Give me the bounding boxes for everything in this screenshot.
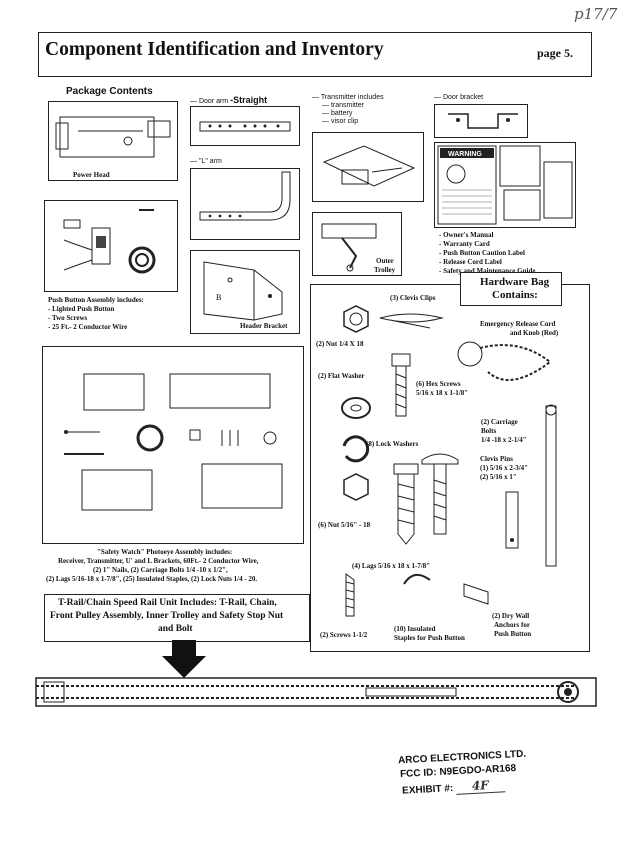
t-rail-line-3: and Bolt <box>158 624 193 634</box>
flat-washer-label: (2) Flat Washer <box>318 372 365 380</box>
doc-item-1: - Owner's Manual <box>439 231 494 239</box>
safety-watch-line-4: (2) Lags 5/16-18 x 1-7/8", (25) Insulate… <box>46 575 258 583</box>
clevis-pins-label-3: (2) 5/16 x 1" <box>480 473 517 481</box>
drywall-label-1: (2) Dry Wall <box>492 612 530 620</box>
exhibit-value: 4F <box>455 777 506 795</box>
outer-trolley-illustration <box>321 223 377 272</box>
push-button-item-2: - Two Screws <box>48 314 88 322</box>
doc-item-5: - Safety and Maintenance Guide <box>439 267 536 275</box>
clevis-clips-label: (3) Clevis Clips <box>390 294 436 302</box>
screws-label: (2) Screws 1-1/2 <box>320 631 368 639</box>
hardware-bag-title-1: Hardware Bag <box>480 276 550 288</box>
header-box: Component Identification and Inventory p… <box>38 32 592 77</box>
page-number: page 5. <box>537 46 573 60</box>
doc-item-2: - Warranty Card <box>439 240 490 248</box>
header-bracket-label: Header Bracket <box>240 322 288 330</box>
l-arm-label: — "L" arm <box>190 158 222 165</box>
door-arm-illustration <box>199 121 291 132</box>
package-contents-heading: Package Contents <box>66 86 153 97</box>
warning-label-text: WARNING <box>448 151 482 158</box>
header-bracket-illustration: B <box>203 261 283 321</box>
hardware-bag-box <box>310 284 590 652</box>
page-title: Component Identification and Inventory <box>45 39 384 60</box>
outer-trolley-label-2: Trolley <box>374 266 396 274</box>
emergency-release-label-2: and Knob (Red) <box>510 329 559 337</box>
hardware-bag-title-box <box>460 272 562 306</box>
svg-text:B: B <box>216 293 221 302</box>
carriage-bolts-label-1: (2) Carriage <box>481 418 518 426</box>
down-arrow-icon <box>162 640 206 678</box>
l-arm-box <box>190 168 300 240</box>
transmitter-box <box>312 132 424 202</box>
transmitter-illustration <box>322 145 416 187</box>
outer-trolley-box <box>312 212 402 276</box>
hex-screws-label-1: (6) Hex Screws <box>416 380 461 388</box>
hardware-illustrations <box>341 305 557 617</box>
door-bracket-illustration <box>448 113 518 129</box>
door-bracket-label: — Door bracket <box>434 94 484 101</box>
drywall-label-2: Anchors for <box>494 621 530 629</box>
outer-trolley-label-1: Outer <box>376 257 394 265</box>
emergency-release-label-1: Emergency Release Cord <box>480 320 556 328</box>
transmitter-title: — Transmitter includes <box>312 94 384 101</box>
push-button-title: Push Button Assembly includes: <box>48 296 144 304</box>
push-button-illustration <box>63 209 156 274</box>
power-head-illustration <box>55 116 171 158</box>
header-bracket-box <box>190 250 300 334</box>
l-arm-illustration <box>199 171 291 221</box>
warning-labels-illustration: WARNING <box>437 145 573 225</box>
carriage-bolts-label-2: Bolts <box>481 427 497 435</box>
t-rail-line-2: Front Pulley Assembly, Inner Trolley and… <box>50 611 284 621</box>
clevis-pins-label-1: Clevis Pins <box>480 455 513 463</box>
clevis-pins-label-2: (1) 5/16 x 2-3/4" <box>480 464 529 472</box>
door-arm-label: — Door arm -Straight <box>190 95 268 106</box>
carriage-bolts-label-3: 1/4 -18 x 2-1/4" <box>481 436 527 444</box>
safety-watch-line-3: (2) 1" Nails, (2) Carriage Bolts 1/4 -10… <box>93 566 228 574</box>
push-button-item-3: - 25 Ft.- 2 Conductor Wire <box>48 323 128 331</box>
hardware-bag-title-2: Contains: <box>492 289 538 301</box>
transmitter-item-3: — visor clip <box>322 118 359 125</box>
safety-watch-line-2: Receiver, Transmitter, U' and L Brackets… <box>58 557 259 565</box>
doc-item-3: - Push Button Caution Label <box>439 249 525 257</box>
hex-screws-label-2: 5/16 x 18 x 1-1/8" <box>416 389 469 397</box>
exhibit-label: EXHIBIT #: 4F <box>402 777 506 797</box>
safety-watch-box <box>42 346 304 544</box>
lock-washers-label: (8) Lock Washers <box>366 440 419 448</box>
safety-watch-illustration <box>64 373 283 511</box>
t-rail-illustration <box>35 677 597 707</box>
door-bracket-box <box>434 104 528 138</box>
nut-5-16-label: (6) Nut 5/16" - 18 <box>318 521 371 529</box>
safety-watch-line-1: "Safety Watch" Photoeye Assembly include… <box>97 548 233 556</box>
doc-item-4: - Release Cord Label <box>439 258 502 266</box>
power-head-label: Power Head <box>73 171 110 179</box>
staples-label-2: Staples for Push Button <box>394 634 465 642</box>
transmitter-item-1: — transmitter <box>322 102 365 109</box>
t-rail-line-1: T-Rail/Chain Speed Rail Unit Includes: T… <box>58 598 277 608</box>
push-button-box <box>44 200 178 292</box>
door-arm-box <box>190 106 300 146</box>
transmitter-item-2: — battery <box>322 110 353 117</box>
power-head-box <box>48 101 178 181</box>
door-arm-straight: -Straight <box>230 95 268 105</box>
warning-labels-box <box>434 142 576 228</box>
lags-label: (4) Lags 5/16 x 18 x 1-7/8" <box>352 562 431 570</box>
push-button-item-1: - Lighted Push Button <box>48 305 115 313</box>
drywall-label-3: Push Button <box>494 630 532 638</box>
corner-handwritten-mark: p17/7 <box>574 5 618 23</box>
nut-label: (2) Nut 1/4 X 18 <box>316 340 364 348</box>
staples-label-1: (10) Insulated <box>394 625 436 633</box>
